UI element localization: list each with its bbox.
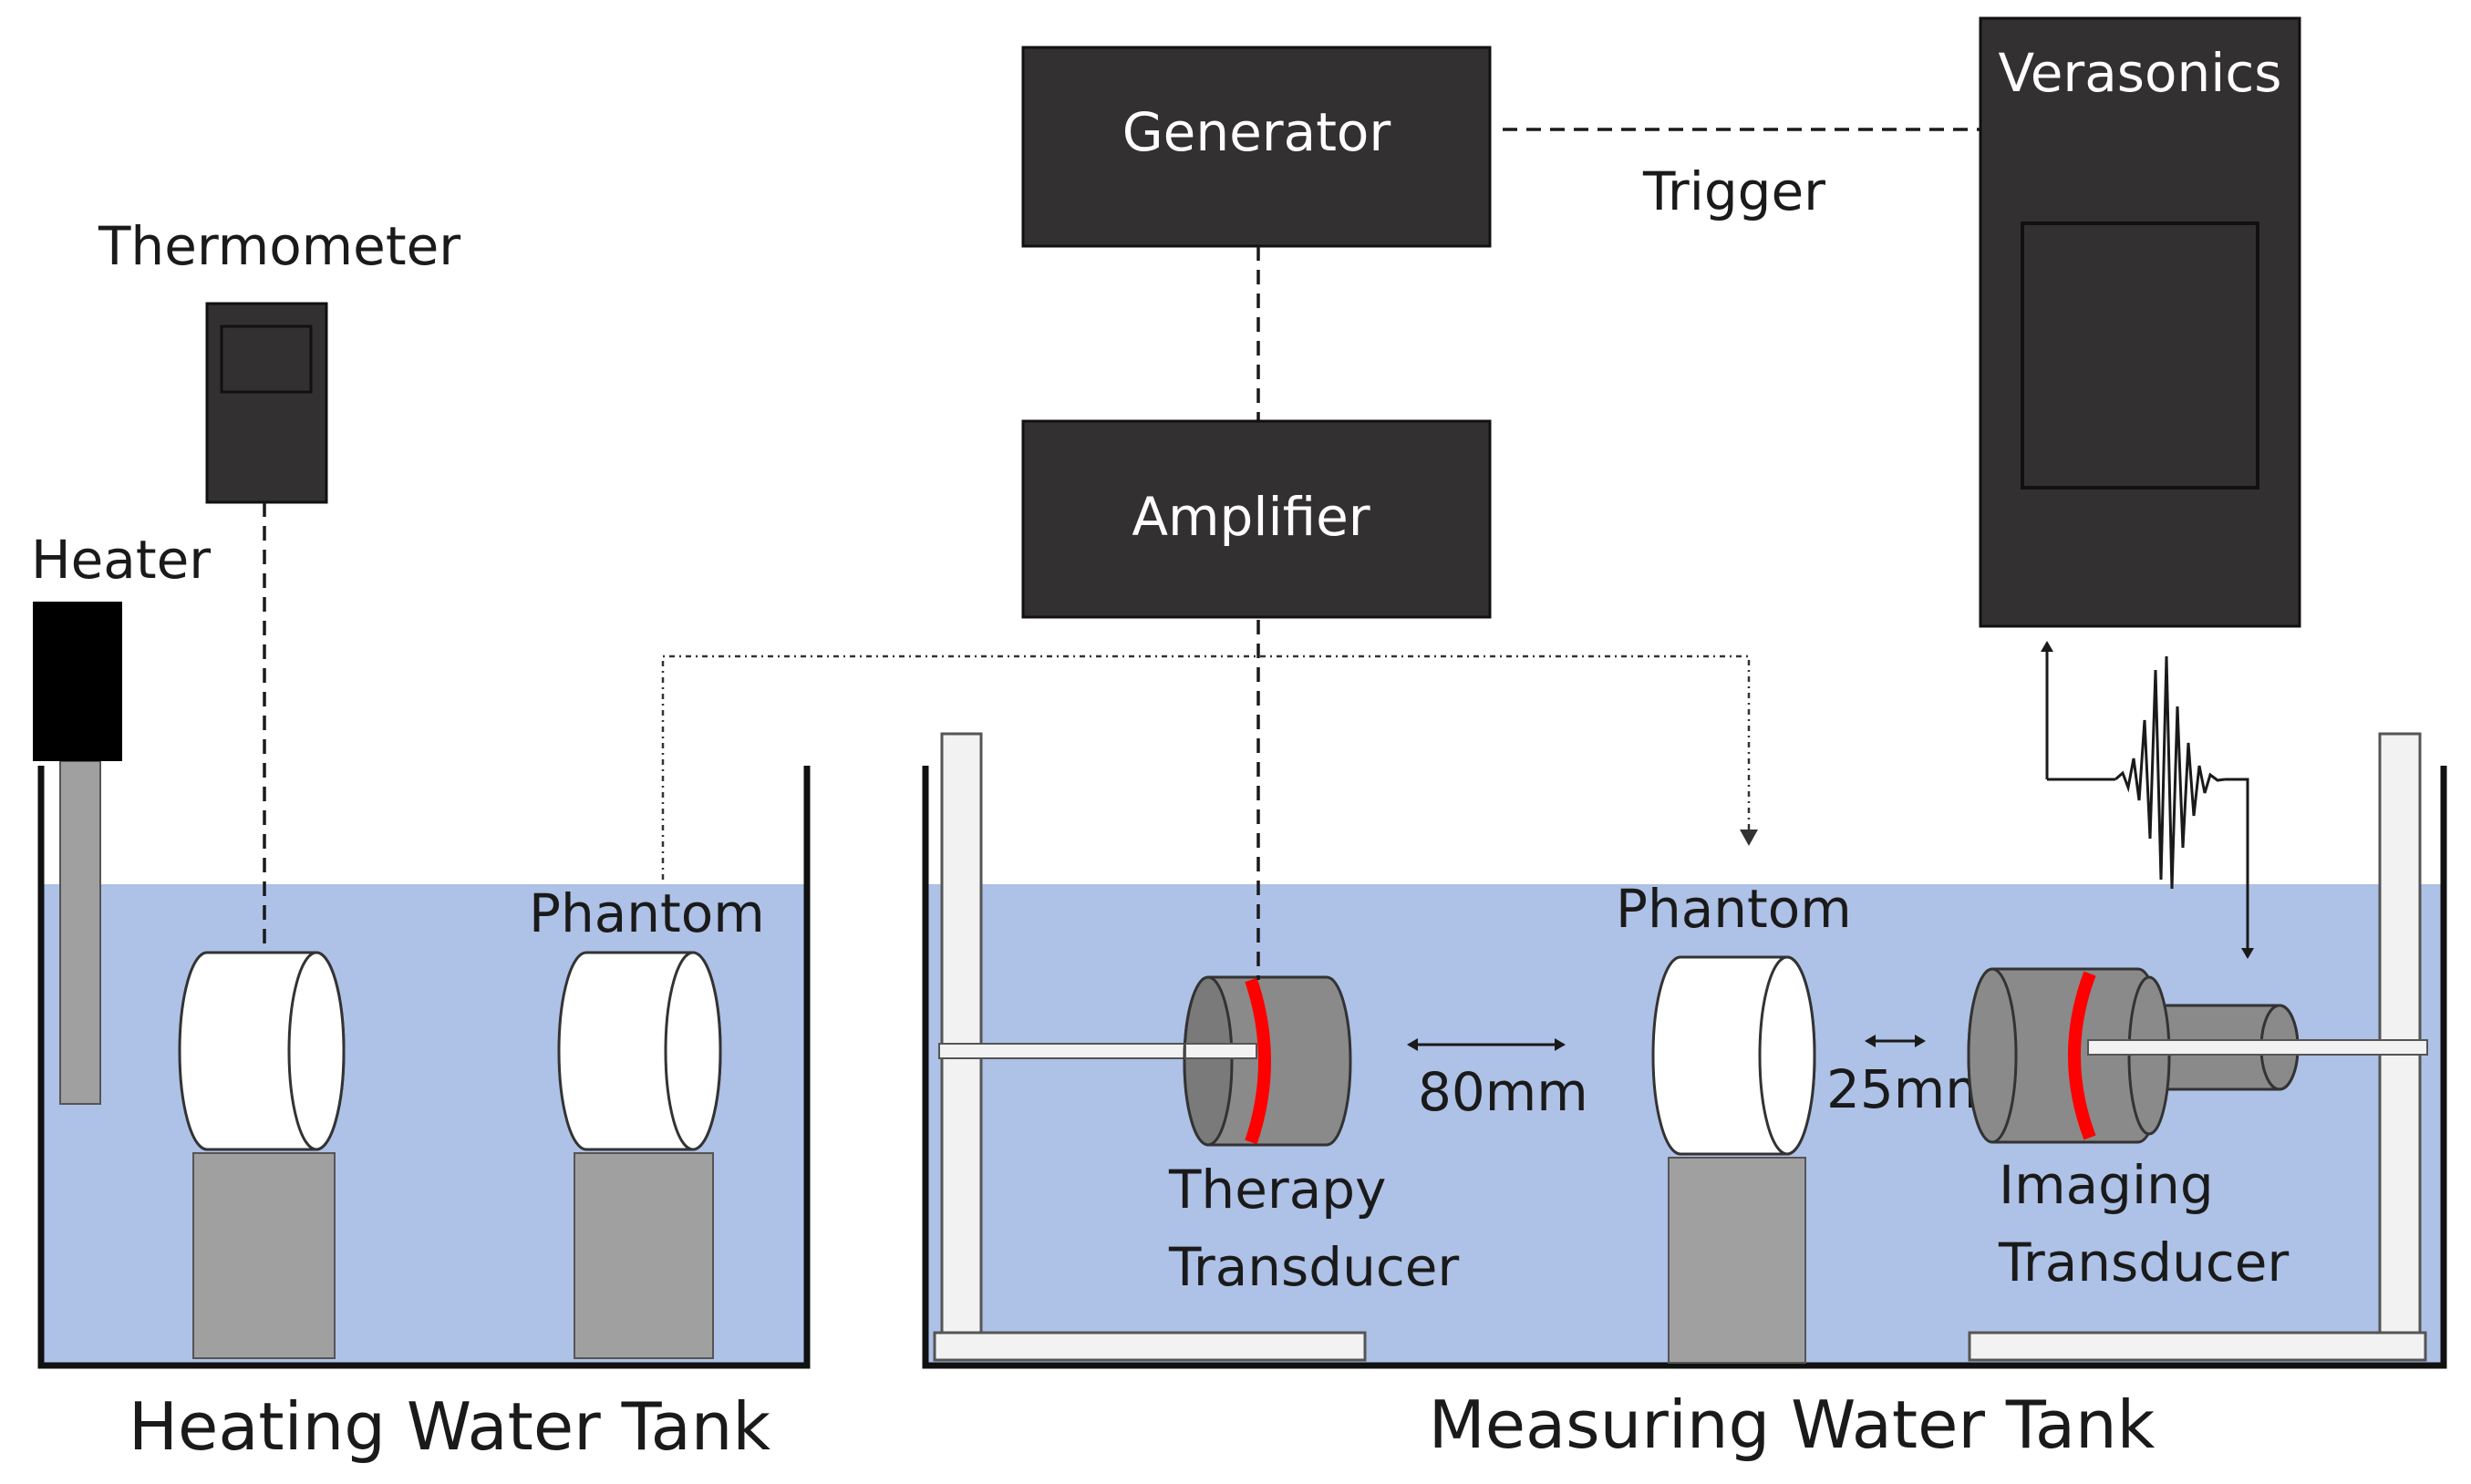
thermometer-label: Thermometer xyxy=(98,215,460,277)
therapy-label-line1: Therapy xyxy=(1168,1159,1386,1221)
amplifier-box: Amplifier xyxy=(1021,419,1492,619)
trigger-label: Trigger xyxy=(1642,160,1825,222)
left-stand-base xyxy=(933,1331,1367,1362)
therapy-transducer-active-face xyxy=(1245,977,1271,1145)
heater-label: Heater xyxy=(31,529,211,591)
right-stand-base xyxy=(1968,1331,2427,1362)
heater xyxy=(33,602,122,1105)
phantom-transfer-arrowhead xyxy=(1740,830,1758,846)
therapy-transducer xyxy=(938,975,1352,1147)
measuring-phantom-face xyxy=(1758,955,1816,1156)
measuring-phantom-label: Phantom xyxy=(1616,878,1852,940)
thermometer xyxy=(205,302,328,504)
phantom-transfer-path xyxy=(661,654,1751,880)
imaging-transducer xyxy=(1967,967,2428,1144)
imaging-transducer-back xyxy=(1967,967,2018,1144)
heating-tank-walls xyxy=(37,766,811,1369)
heating-phantom-1-face xyxy=(287,951,346,1151)
heater-head xyxy=(33,602,122,761)
imaging-transducer-rod xyxy=(2087,1039,2428,1056)
amplifier-label: Amplifier xyxy=(1132,486,1370,548)
measuring-tank-title: Measuring Water Tank xyxy=(1429,1386,2156,1463)
imaging-label-line1: Imaging xyxy=(1999,1154,2214,1216)
verasonics-box: Verasonics xyxy=(1979,16,2301,628)
distance-80mm-label: 80mm xyxy=(1418,1061,1588,1123)
heating-phantom-2-stand xyxy=(574,1152,714,1359)
left-mount-stand xyxy=(933,732,1367,1362)
verasonics-label: Verasonics xyxy=(1999,42,2282,104)
heater-rod xyxy=(59,760,101,1105)
ultrasound-pulse-waveform xyxy=(2114,655,2226,890)
thermometer-body xyxy=(205,302,328,504)
measuring-phantom-stand xyxy=(1668,1157,1806,1364)
verasonics-screen xyxy=(2021,222,2259,490)
measuring-phantom xyxy=(1651,955,1816,1364)
verasonics-body xyxy=(1979,16,2301,628)
measuring-tank-walls xyxy=(922,766,2447,1369)
heating-phantom-label: Phantom xyxy=(529,882,765,944)
generator-body xyxy=(1021,46,1492,248)
right-mount-stand xyxy=(1968,732,2427,1362)
heating-tank-title: Heating Water Tank xyxy=(129,1388,771,1465)
heating-phantom-1 xyxy=(178,951,346,1359)
heating-phantom-1-stand xyxy=(192,1152,336,1359)
imaging-transducer-active-face xyxy=(2068,971,2096,1140)
heating-phantom-2 xyxy=(557,951,722,1359)
generator-label: Generator xyxy=(1122,101,1391,163)
heating-phantom-2-face xyxy=(664,951,722,1151)
transmit-path xyxy=(2225,778,2254,959)
imaging-label-line2: Transducer xyxy=(1998,1232,2289,1293)
therapy-transducer-face xyxy=(1183,975,1234,1147)
therapy-label-line2: Transducer xyxy=(1168,1236,1459,1298)
thermometer-display xyxy=(220,325,313,394)
right-stand-post xyxy=(2378,732,2422,1335)
generator-box: Generator xyxy=(1021,46,1492,248)
therapy-transducer-rod-front xyxy=(1184,1043,1257,1059)
amplifier-body xyxy=(1021,419,1492,619)
left-stand-post xyxy=(940,732,983,1335)
